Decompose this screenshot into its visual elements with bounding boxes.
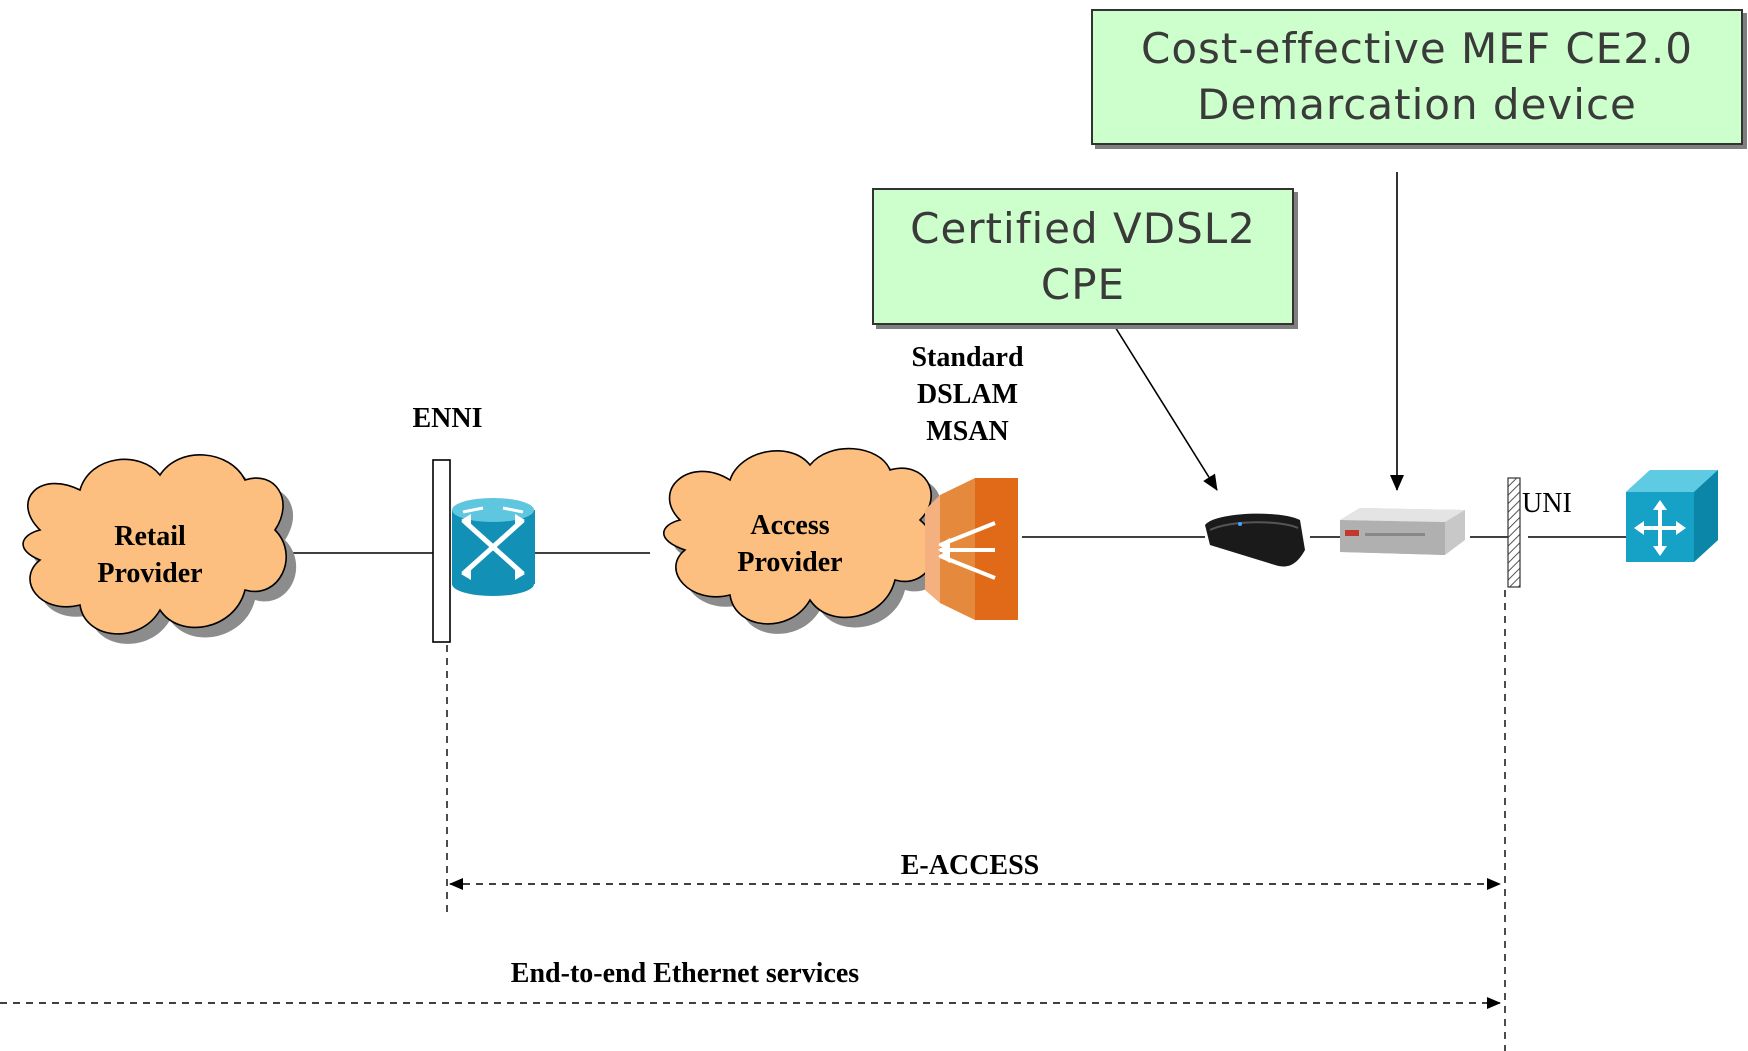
vdsl-callout: Certified VDSL2 CPE bbox=[872, 188, 1294, 325]
vdsl-callout-line1: Certified VDSL2 bbox=[910, 203, 1256, 253]
router-icon bbox=[452, 498, 535, 596]
demarcation-device-icon bbox=[1340, 508, 1465, 555]
retail-provider-cloud bbox=[22, 454, 297, 644]
dslam-icon bbox=[925, 478, 1018, 620]
dslam-label-line1: Standard bbox=[911, 342, 1024, 373]
vdsl-callout-line2: CPE bbox=[1040, 259, 1126, 309]
access-provider-cloud bbox=[663, 447, 945, 634]
demarcation-callout-line1: Cost-effective MEF CE2.0 bbox=[1141, 24, 1693, 73]
vdsl-callout-arrow bbox=[1111, 321, 1218, 491]
access-provider-label: Access Provider bbox=[710, 507, 870, 581]
retail-provider-line2: Provider bbox=[97, 558, 203, 589]
enni-interface-bar bbox=[432, 459, 451, 643]
access-provider-line2: Provider bbox=[737, 547, 843, 578]
retail-provider-line1: Retail bbox=[114, 521, 186, 552]
demarcation-callout: Cost-effective MEF CE2.0 Demarcation dev… bbox=[1091, 9, 1743, 145]
access-provider-line1: Access bbox=[750, 510, 830, 541]
e-access-label: E-ACCESS bbox=[900, 850, 1040, 881]
dslam-label: Standard DSLAM MSAN bbox=[880, 339, 1055, 450]
dslam-label-line3: MSAN bbox=[926, 416, 1009, 447]
dslam-label-line2: DSLAM bbox=[916, 379, 1019, 410]
retail-provider-label: Retail Provider bbox=[70, 518, 230, 592]
enni-label: ENNI bbox=[412, 403, 483, 434]
uni-label: UNI bbox=[1522, 488, 1572, 519]
vdsl-modem-icon bbox=[1205, 513, 1305, 567]
demarcation-callout-line2: Demarcation device bbox=[1197, 80, 1637, 129]
end-to-end-label: End-to-end Ethernet services bbox=[510, 958, 860, 989]
uni-interface-bar bbox=[1507, 477, 1521, 588]
ethernet-switch-icon bbox=[1626, 470, 1718, 562]
